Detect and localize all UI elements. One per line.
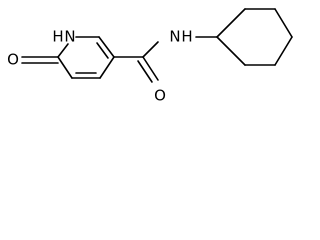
bond-cy-6-1 <box>216 36 246 66</box>
bond-cy-4-5 <box>274 36 293 66</box>
bond-camide-o-double <box>137 60 153 83</box>
bond-camide-o <box>142 56 159 81</box>
bond-c2-c3-double <box>96 42 109 59</box>
bond-c6-n1 <box>57 43 69 58</box>
atom-label-carbonyl-o-left: O <box>7 51 19 69</box>
bond-cy-1-2 <box>216 8 246 38</box>
bond-camide-n <box>142 41 159 58</box>
molecule-structure-diagram: H N O N H O <box>7 8 293 105</box>
atom-label-amide-h: H <box>181 28 192 46</box>
bond-c5-c6 <box>57 56 73 79</box>
bond-c3-c4 <box>99 56 115 79</box>
atom-label-ring-n: N <box>64 28 75 46</box>
atom-label-amide-n: N <box>169 28 180 46</box>
bond-cy-3-4 <box>274 8 293 38</box>
atom-label-ring-h: H <box>52 28 63 46</box>
atom-label-amide-o: O <box>154 87 166 105</box>
bond-c2-c3 <box>98 36 115 58</box>
